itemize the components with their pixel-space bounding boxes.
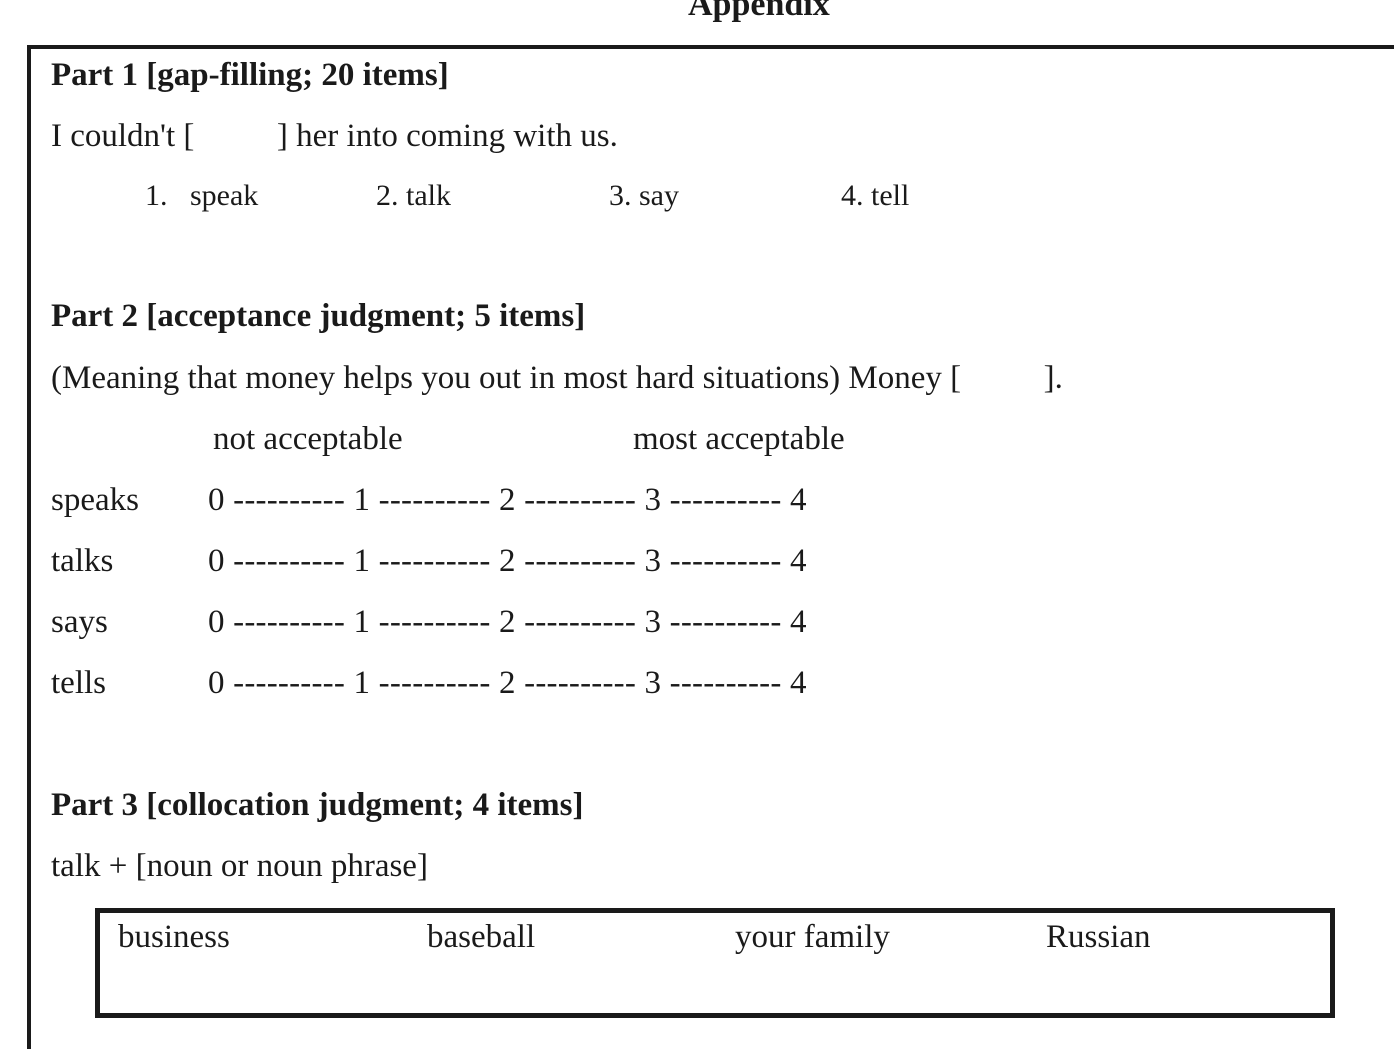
rating-scale-speaks: 0 ---------- 1 ---------- 2 ---------- 3… (208, 482, 807, 518)
appendix-frame (27, 45, 1394, 1049)
row-word-tells: tells (51, 665, 106, 701)
part2-heading: Part 2 [acceptance judgment; 5 items] (51, 298, 586, 334)
choice-baseball: baseball (427, 919, 536, 955)
part3-heading: Part 3 [collocation judgment; 4 items] (51, 787, 584, 823)
rating-scale-says: 0 ---------- 1 ---------- 2 ---------- 3… (208, 604, 807, 640)
part1-option-number-1: 1. (145, 179, 168, 212)
part1-item: I couldn't [ ] her into coming with us. (51, 118, 618, 154)
part1-option-2: 2. talk (376, 179, 451, 212)
row-word-says: says (51, 604, 108, 640)
part1-heading: Part 1 [gap-filling; 20 items] (51, 57, 449, 93)
part1-option-4: 4. tell (841, 179, 910, 212)
choice-russian: Russian (1046, 919, 1151, 955)
part2-item: (Meaning that money helps you out in mos… (51, 360, 1063, 396)
rating-scale-talks: 0 ---------- 1 ---------- 2 ---------- 3… (208, 543, 807, 579)
row-word-speaks: speaks (51, 482, 139, 518)
row-word-talks: talks (51, 543, 114, 579)
rating-scale-tells: 0 ---------- 1 ---------- 2 ---------- 3… (208, 665, 807, 701)
scale-high-label: most acceptable (633, 421, 845, 457)
part1-option-3: 3. say (609, 179, 679, 212)
scale-low-label: not acceptable (213, 421, 403, 457)
choice-your-family: your family (735, 919, 890, 955)
page-title: Appendix (688, 0, 830, 23)
part1-option-1: speak (190, 179, 259, 212)
choice-business: business (118, 919, 230, 955)
part3-item: talk + [noun or noun phrase] (51, 848, 428, 884)
